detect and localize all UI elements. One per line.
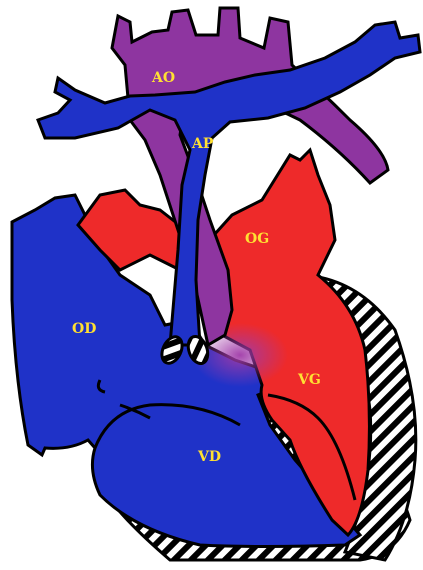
label-left-ventricle: VG [297, 372, 321, 388]
label-aorta: AO [151, 70, 175, 86]
label-pulmonary-artery: AP [191, 136, 214, 152]
label-right-ventricle: VD [197, 449, 221, 465]
label-right-atrium: OD [72, 321, 96, 337]
label-left-atrium: OG [245, 231, 269, 247]
